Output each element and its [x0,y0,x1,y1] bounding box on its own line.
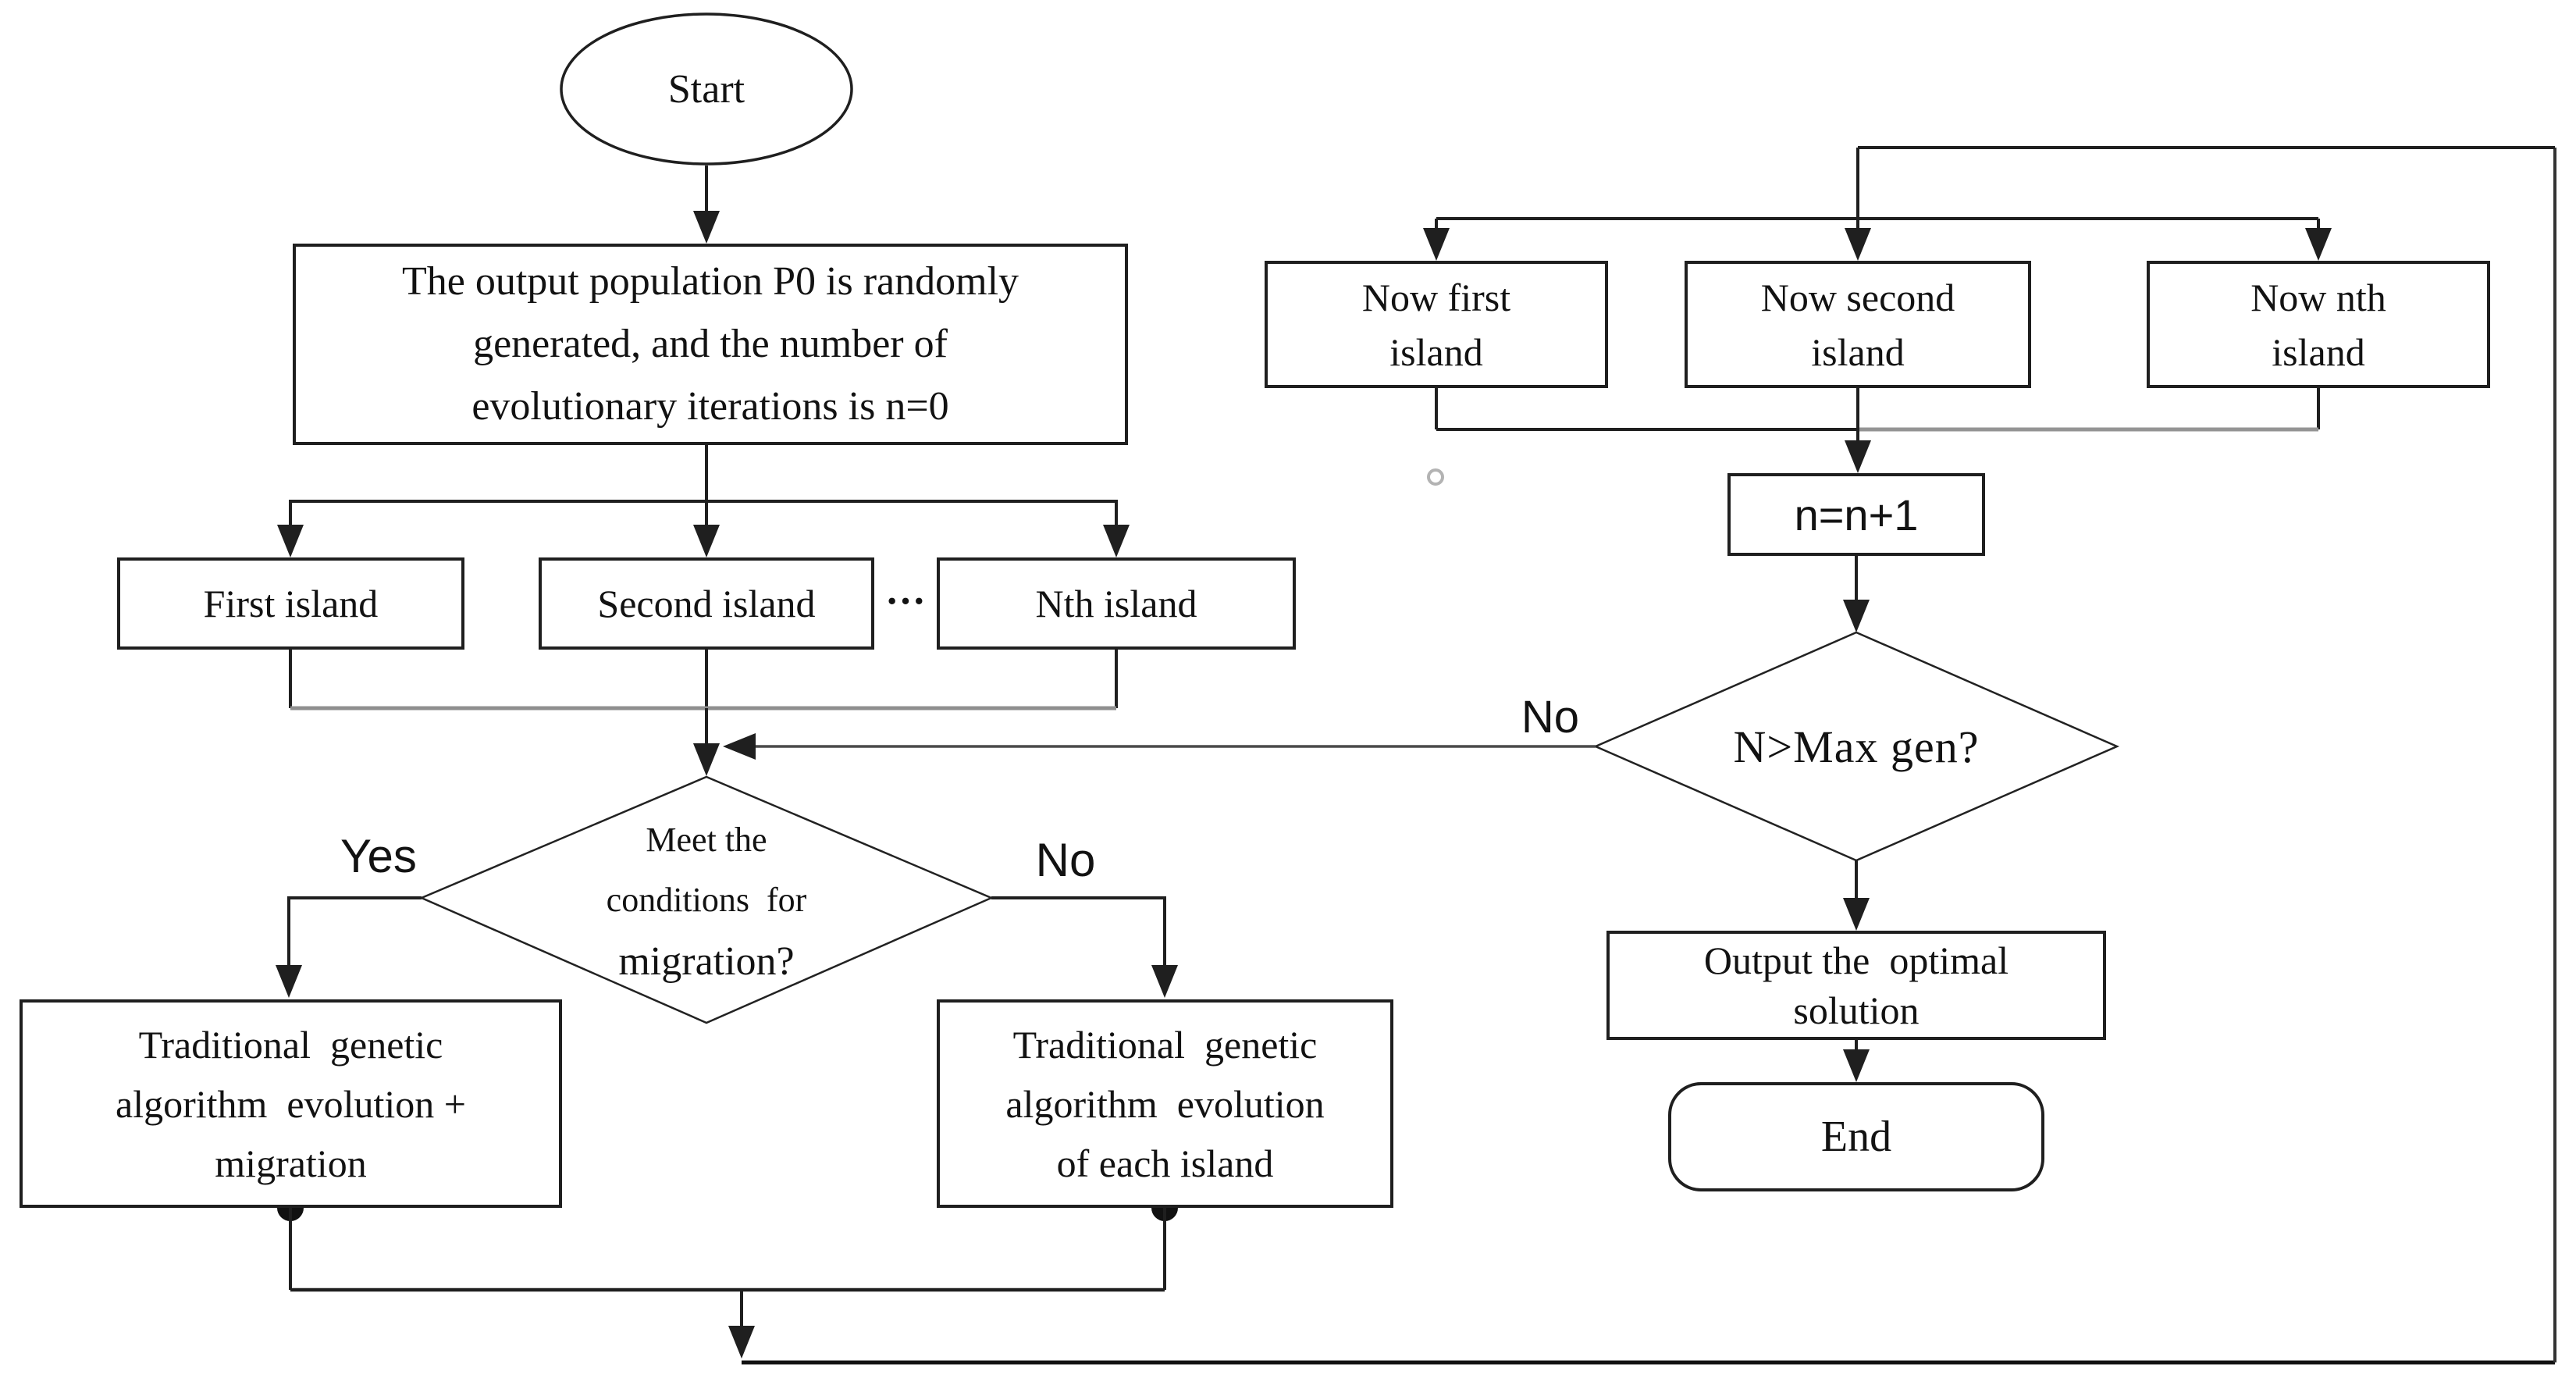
arrowhead-loop-corner [728,1326,755,1359]
output-box: Output the optimal solution [1606,931,2106,1040]
tga-each-line-2: algorithm evolution [1005,1081,1325,1126]
now-nth-line-2: island [2272,329,2365,374]
arrowhead-tga-migration [276,965,302,998]
now-second-line-2: island [1811,329,1905,374]
tga-migration-line-2: algorithm evolution + [116,1081,466,1126]
arrowhead-second-island [693,525,720,557]
now-nth-box: Now nth island [2147,261,2490,388]
init-box: The output population P0 is randomly gen… [293,244,1128,445]
arrowhead-now-nth [2305,228,2332,261]
now-first-line-2: island [1389,329,1483,374]
arrowhead-output [1843,898,1870,931]
start-label: Start [667,66,745,112]
arrowhead-increment [1845,440,1871,473]
island-ellipsis-label: ··· [884,579,927,624]
now-second-line-1: Now second [1760,275,1955,319]
arrowhead-no-return [723,733,756,760]
island-first-label: First island [203,582,379,625]
start-node: Start [561,46,852,132]
migration-yes-label: Yes [340,829,417,882]
tga-each-island-box: Traditional genetic algorithm evolution … [937,999,1393,1208]
migration-no-label: No [1035,833,1096,886]
end-node: End [1668,1082,2044,1191]
increment-box: n=n+1 [1727,473,1985,556]
tga-each-line-1: Traditional genetic [1012,1022,1318,1067]
island-nth-box: Nth island [937,557,1296,650]
end-label: End [1820,1113,1892,1161]
tga-each-line-3: of each island [1056,1141,1274,1185]
init-line-2: generated, and the number of [473,322,948,366]
island-ellipsis: ··· [866,576,945,626]
island-second-label: Second island [597,582,816,625]
migration-line-2: conditions for [606,880,807,919]
arrowhead-init [693,211,720,244]
island-nth-label: Nth island [1035,582,1197,625]
arrowhead-now-first [1423,228,1450,261]
now-first-line-1: Now first [1361,275,1511,319]
tga-migration-box: Traditional genetic algorithm evolution … [20,999,562,1208]
start-ellipse-shape [560,12,853,166]
edge-migration-no [991,896,1166,990]
arrowhead-nth-island [1103,525,1130,557]
now-first-box: Now first island [1265,261,1608,388]
arrowhead-now-second [1845,228,1871,261]
arrowhead-maxgen [1843,600,1870,632]
output-line-2: solution [1793,988,1920,1032]
arrowhead-tga-each [1151,965,1178,998]
artifact-ring [1427,468,1444,486]
edge-migration-yes [287,896,422,990]
arrowhead-end [1843,1049,1870,1082]
tga-migration-line-1: Traditional genetic [138,1022,443,1067]
init-line-1: The output population P0 is randomly [401,259,1019,304]
tga-migration-line-3: migration [215,1141,367,1185]
now-nth-line-1: Now nth [2250,275,2386,319]
init-line-3: evolutionary iterations is n=0 [471,384,949,429]
migration-diamond-shape [418,775,994,1024]
arrowhead-first-island [277,525,304,557]
maxgen-diamond-label: N>Max gen? [1733,721,1980,772]
island-second-box: Second island [539,557,874,650]
migration-diamond-label: Meet the conditions for migration? [511,812,902,992]
arrowhead-migration-diamond [693,743,720,776]
island-first-box: First island [117,557,464,650]
maxgen-no-label: No [1521,691,1580,743]
migration-line-3: migration? [618,938,795,984]
now-second-box: Now second island [1685,261,2031,388]
migration-line-1: Meet the [646,820,767,859]
increment-label: n=n+1 [1794,490,1919,540]
output-line-1: Output the optimal [1703,938,2009,982]
